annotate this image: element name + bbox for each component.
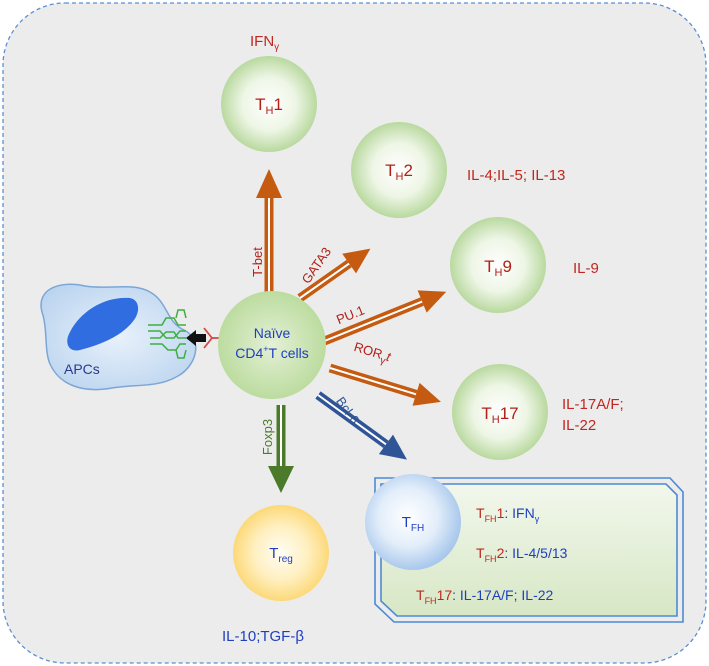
naive-label-line1: Naïve <box>254 325 291 341</box>
mhc-receptor-icon <box>148 309 187 359</box>
foxp3-label: Foxp3 <box>260 419 275 455</box>
naive-cd4-cell: Naïve CD4+T cells <box>218 291 326 399</box>
th2-cell: TH2 IL-4;IL-5; IL-13 <box>351 122 565 218</box>
th9-cell: TH9 IL-9 <box>450 217 599 313</box>
tfh-cell: TFH <box>365 474 461 570</box>
arrow-to-th9 <box>320 290 447 347</box>
arrow-to-treg <box>268 405 294 493</box>
tbet-label: T-bet <box>250 247 265 277</box>
th1-cell: TH1 IFNγ <box>221 33 317 152</box>
tfh-label: TFH <box>402 514 425 534</box>
apc-cell: APCs <box>40 283 197 391</box>
apc-nucleus <box>67 297 139 351</box>
th17-cytokine-line2: IL-22 <box>562 417 596 434</box>
th2-cytokine: IL-4;IL-5; IL-13 <box>467 167 565 184</box>
arrow-to-th17 <box>328 363 441 406</box>
tfh2-row: TFH2: IL-4/5/13 <box>476 545 568 564</box>
th17-label: TH17 <box>481 404 518 426</box>
th9-label: TH9 <box>484 257 512 279</box>
tfh1-row: TFH1: IFNγ <box>476 505 540 524</box>
naive-label-line2: CD4+T cells <box>235 344 308 361</box>
treg-cell: Treg IL-10;TGF-β <box>222 505 329 645</box>
th17-cytokine-line1: IL-17A/F; <box>562 396 624 413</box>
th2-label: TH2 <box>385 161 413 183</box>
arrow-to-tfh <box>315 391 407 460</box>
treg-cytokine: IL-10;TGF-β <box>222 628 304 645</box>
th9-cytokine: IL-9 <box>573 260 599 277</box>
binding-arrow-icon <box>186 330 206 346</box>
th17-cell: TH17 IL-17A/F; IL-22 <box>452 364 624 460</box>
th1-label: TH1 <box>255 95 283 117</box>
arrow-to-th2 <box>297 248 371 302</box>
treg-label: Treg <box>269 545 293 565</box>
arrow-to-th1 <box>256 169 282 298</box>
th1-cytokine: IFNγ <box>250 33 279 53</box>
tfh17-row: TFH17: IL-17A/F; IL-22 <box>416 587 554 606</box>
apc-label: APCs <box>64 361 100 377</box>
